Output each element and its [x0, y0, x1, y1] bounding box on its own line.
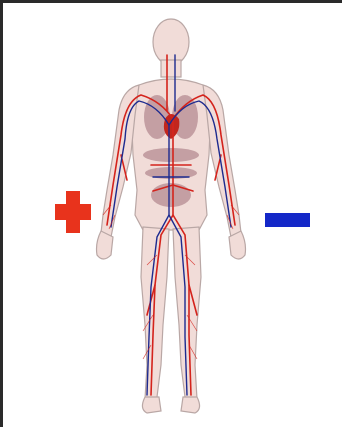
minus-icon	[265, 213, 310, 227]
zoom-in-button[interactable]	[55, 191, 91, 233]
zoom-out-button[interactable]	[265, 213, 310, 227]
circulatory-system-figure	[81, 15, 261, 419]
body-outline	[97, 19, 246, 413]
plus-icon	[55, 191, 91, 233]
